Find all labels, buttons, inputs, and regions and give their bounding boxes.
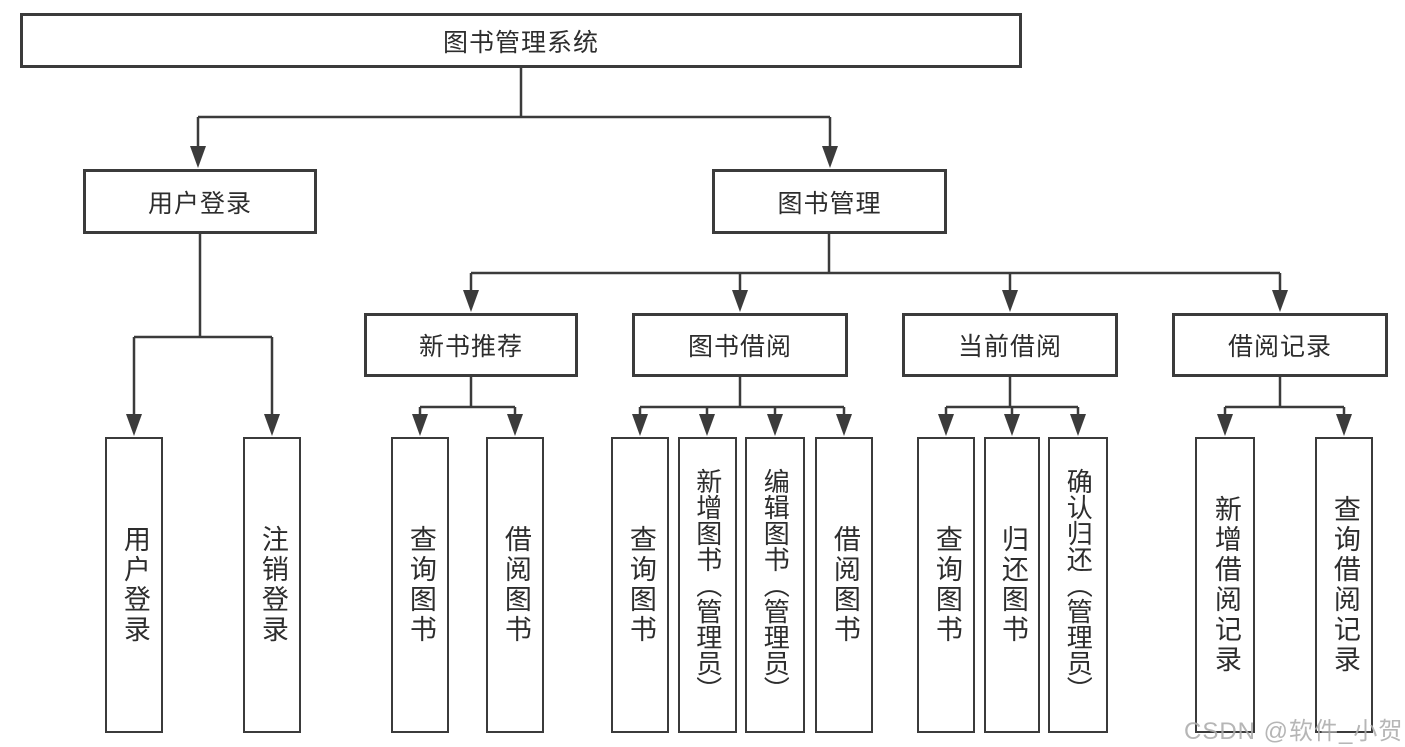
node-label: 查询图书	[625, 525, 656, 645]
node-borrowing-records: 借阅记录	[1172, 313, 1388, 377]
arrowhead	[190, 146, 206, 168]
leaf-confirm-return-admin: 确认归还（管理员）	[1048, 437, 1108, 733]
node-label: 新增图书（管理员）	[692, 468, 723, 702]
node-label: 注销登录	[257, 525, 288, 645]
leaf-edit-books-admin: 编辑图书（管理员）	[745, 437, 805, 733]
arrowhead	[126, 414, 142, 436]
arrowhead	[1004, 414, 1020, 436]
node-label: 图书管理	[777, 189, 882, 218]
arrowhead	[836, 414, 852, 436]
connector-borrow-to-leaves	[632, 377, 852, 436]
node-label: 新书推荐	[418, 333, 523, 361]
arrowhead	[632, 414, 648, 436]
node-book-management-branch: 图书管理	[712, 169, 947, 234]
node-label: 查询图书	[931, 525, 962, 645]
leaf-logout: 注销登录	[243, 437, 301, 733]
node-label: 借阅图书	[500, 525, 531, 645]
arrowhead	[732, 290, 748, 312]
csdn-watermark: CSDN @软件_小贺同学	[1184, 718, 1405, 745]
connector-root-to-level2	[190, 68, 838, 168]
node-label: 查询借阅记录	[1329, 495, 1360, 675]
node-label: 借阅记录	[1227, 333, 1332, 361]
node-label: 新增借阅记录	[1210, 495, 1241, 675]
node-label: 确认归还（管理员）	[1063, 468, 1094, 702]
arrowhead	[507, 414, 523, 436]
node-book-borrowing: 图书借阅	[632, 313, 848, 377]
arrowhead	[1002, 290, 1018, 312]
leaf-query-books-current: 查询图书	[917, 437, 975, 733]
arrowhead	[412, 414, 428, 436]
arrowhead	[767, 414, 783, 436]
connector-userlogin-to-leaves	[126, 234, 280, 436]
node-label: 编辑图书（管理员）	[760, 468, 791, 702]
connector-newbook-to-leaves	[412, 377, 523, 436]
arrowhead	[1336, 414, 1352, 436]
node-label: 图书借阅	[687, 333, 792, 361]
leaf-return-books: 归还图书	[984, 437, 1040, 733]
arrowhead	[938, 414, 954, 436]
arrowhead	[1217, 414, 1233, 436]
node-label: 归还图书	[997, 525, 1028, 645]
connector-bookmgmt-to-level3	[463, 234, 1288, 312]
leaf-query-books-recommend: 查询图书	[391, 437, 449, 733]
leaf-query-books-borrowing: 查询图书	[611, 437, 669, 733]
leaf-add-borrow-record: 新增借阅记录	[1195, 437, 1255, 733]
leaf-query-borrow-record: 查询借阅记录	[1315, 437, 1373, 733]
node-label: 当前借阅	[957, 333, 1062, 361]
arrowhead	[1070, 414, 1086, 436]
leaf-user-login: 用户登录	[105, 437, 163, 733]
connector-records-to-leaves	[1217, 377, 1352, 436]
node-label: 查询图书	[405, 525, 436, 645]
leaf-add-books-admin: 新增图书（管理员）	[678, 437, 737, 733]
node-label: 用户登录	[119, 525, 150, 645]
node-user-login-branch: 用户登录	[83, 169, 317, 234]
node-current-borrowing: 当前借阅	[902, 313, 1118, 377]
node-root-system: 图书管理系统	[20, 13, 1022, 68]
arrowhead	[264, 414, 280, 436]
node-label: 用户登录	[147, 189, 252, 218]
leaf-borrow-books: 借阅图书	[815, 437, 873, 733]
leaf-borrow-books-recommend: 借阅图书	[486, 437, 544, 733]
arrowhead	[822, 146, 838, 168]
node-label: 借阅图书	[829, 525, 860, 645]
arrowhead	[699, 414, 715, 436]
connector-current-to-leaves	[938, 377, 1086, 436]
node-new-book-recommend: 新书推荐	[364, 313, 578, 377]
arrowhead	[463, 290, 479, 312]
arrowhead	[1272, 290, 1288, 312]
node-label: 图书管理系统	[442, 28, 599, 57]
